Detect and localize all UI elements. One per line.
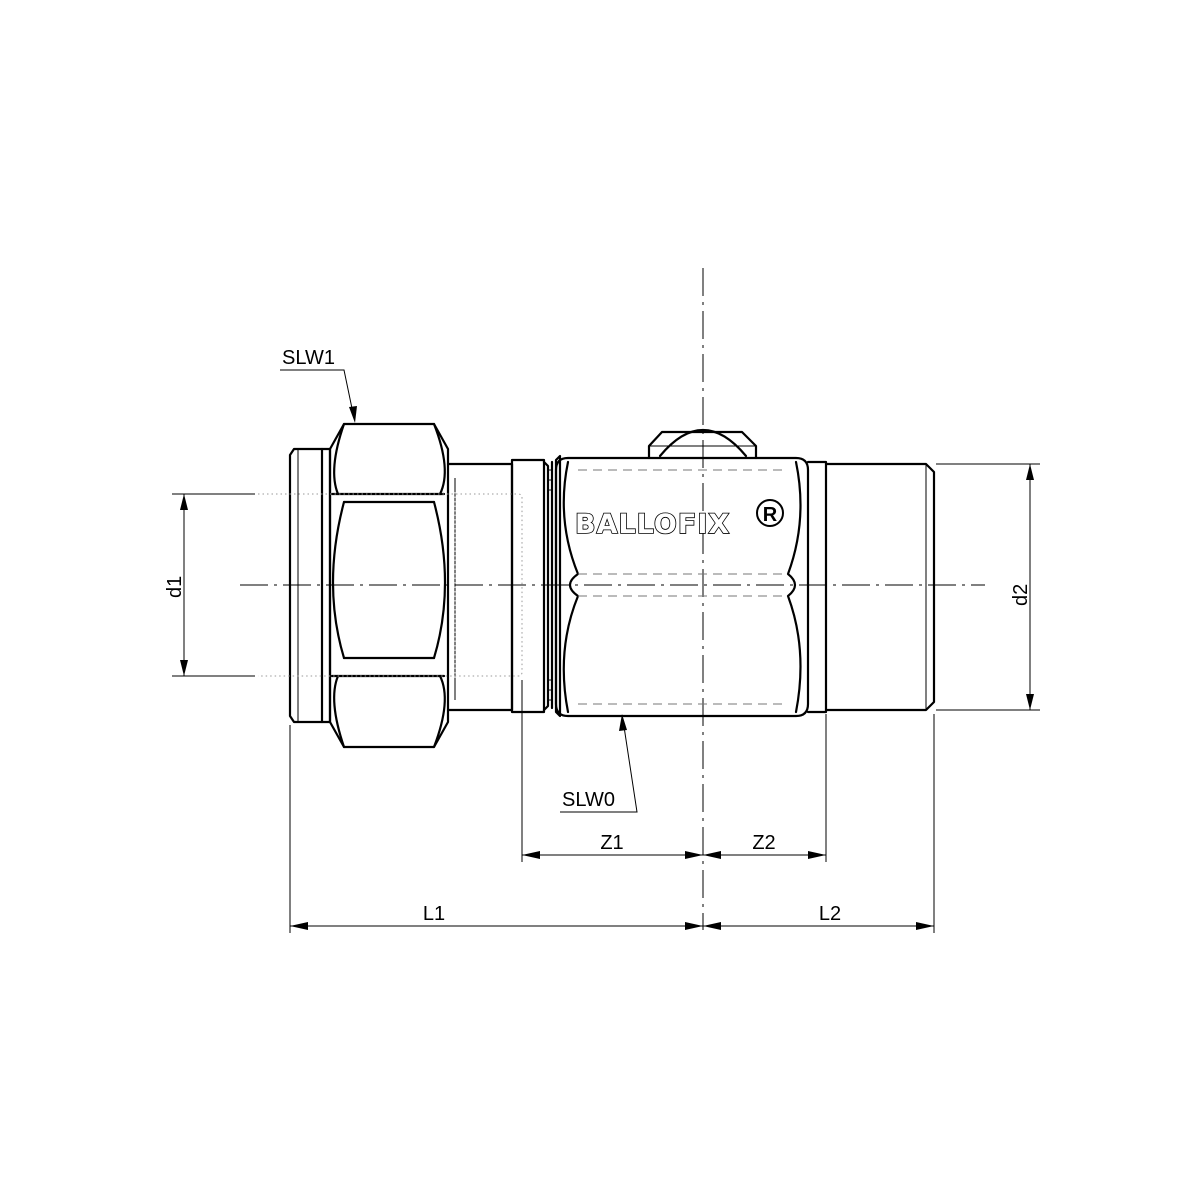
dimension-z1: Z1 — [522, 832, 703, 859]
svg-text:BALLOFIX: BALLOFIX — [575, 509, 730, 540]
inserted-pipe-outline — [258, 492, 523, 678]
svg-text:L2: L2 — [819, 903, 841, 925]
leader-slw0: SLW0 — [560, 714, 638, 813]
dimension-l2: L2 — [703, 903, 934, 930]
svg-text:L1: L1 — [423, 903, 445, 925]
dimension-d2: d2 — [936, 463, 1040, 711]
leader-slw1: SLW1 — [280, 347, 357, 423]
compression-nut-slw1 — [320, 422, 450, 749]
left-body-sleeve — [446, 454, 562, 718]
svg-text:d2: d2 — [1010, 584, 1032, 606]
brand-logo: BALLOFIX R — [574, 499, 784, 541]
valve-actuator — [647, 429, 758, 460]
dimension-l1: L1 — [290, 903, 703, 930]
right-threaded-end — [806, 460, 936, 714]
dimension-z2: Z2 — [703, 832, 826, 859]
svg-text:SLW0: SLW0 — [562, 789, 615, 811]
svg-text:Z1: Z1 — [600, 832, 623, 854]
valve-body-slw0 — [554, 456, 810, 718]
svg-text:Z2: Z2 — [752, 832, 775, 854]
svg-text:d1: d1 — [164, 576, 186, 598]
svg-text:SLW1: SLW1 — [282, 347, 335, 369]
svg-text:R: R — [763, 504, 778, 526]
dimension-d1: d1 — [164, 493, 255, 677]
